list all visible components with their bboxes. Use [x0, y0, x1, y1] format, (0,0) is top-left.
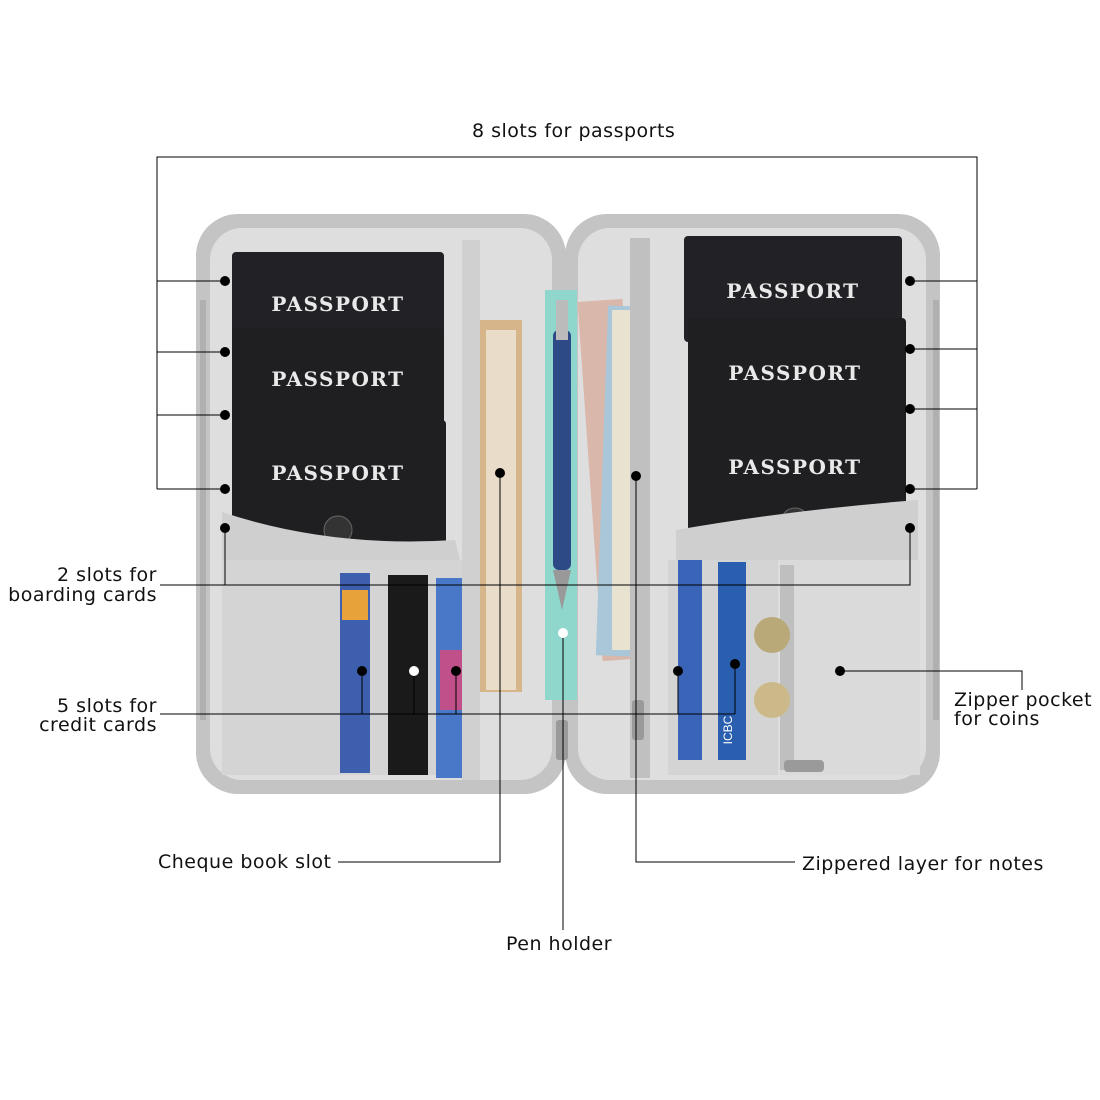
boarding-card-pocket-left: [222, 512, 460, 560]
icbc-card-label: ICBC: [721, 715, 735, 744]
label-notes: Zippered layer for notes: [802, 853, 1044, 875]
credit-card-2: [388, 575, 428, 775]
zipper-pull-center: [556, 720, 568, 760]
right-passport-3: PASSPORT: [688, 412, 906, 537]
right-passport-2: PASSPORT: [688, 318, 906, 424]
leader-lines: [156, 156, 1023, 930]
right-passport-1: PASSPORT: [684, 236, 902, 342]
credit-card-4: [678, 560, 702, 760]
boarding-card-pocket-right: [676, 500, 918, 560]
left-passport-3: PASSPORT: [232, 420, 446, 545]
leader-coins: [840, 670, 1023, 690]
label-cheque: Cheque book slot: [158, 851, 332, 873]
label-credit-line2: credit cards: [39, 714, 157, 736]
label-pen: Pen holder: [506, 933, 613, 955]
leader-passports: [156, 156, 978, 489]
label-credit-line1: 5 slots for: [57, 695, 157, 717]
callout-dots: [220, 276, 915, 676]
passport-label: PASSPORT: [728, 455, 861, 479]
label-coins-line1: Zipper pocket: [954, 689, 1093, 711]
travel-organizer: PASSPORT PASSPORT PASSPORT: [196, 214, 940, 794]
leader-cheque: [338, 473, 501, 863]
passport-label: PASSPORT: [271, 461, 404, 485]
passport-label: PASSPORT: [726, 279, 859, 303]
label-passports: 8 slots for passports: [472, 120, 676, 142]
passport-label: PASSPORT: [728, 361, 861, 385]
zipper-pull-notes: [632, 700, 644, 740]
leader-notes: [635, 476, 795, 863]
passport-label: PASSPORT: [271, 367, 404, 391]
left-passport-2: PASSPORT: [232, 328, 444, 438]
label-boarding-line1: 2 slots for: [57, 564, 157, 586]
zippered-notes-layer: [630, 238, 650, 778]
pen: [553, 300, 571, 610]
zipper-pull-coin: [784, 760, 824, 772]
label-boarding-line2: boarding cards: [8, 584, 157, 606]
coin-pocket: [780, 560, 920, 775]
label-coins-line2: for coins: [954, 708, 1040, 730]
passport-label: PASSPORT: [271, 292, 404, 316]
